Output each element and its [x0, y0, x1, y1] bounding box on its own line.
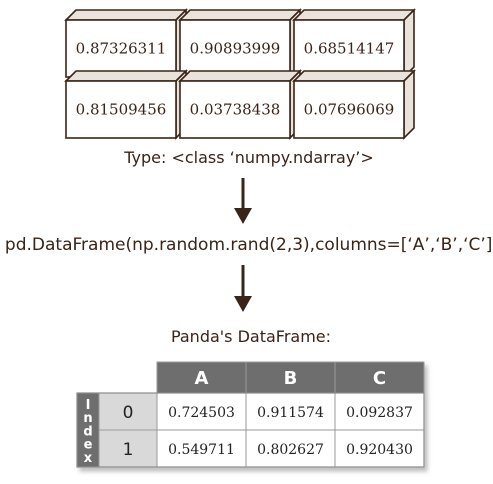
index-label-letter: n [83, 411, 92, 426]
column-header-cell [156, 361, 247, 394]
index-label-letter: d [83, 424, 92, 439]
column-header-label: B [284, 368, 298, 389]
ndarray-value: 0.81509456 [76, 101, 167, 119]
ndarray-value: 0.90893999 [190, 40, 281, 58]
ndarray-value: 0.07696069 [304, 101, 395, 119]
table-cell [156, 429, 247, 468]
arrow-down-icon [234, 265, 252, 312]
cell-value: 0.549711 [168, 442, 235, 458]
ndarray-cell: 0.87326311 [64, 8, 188, 79]
arrow-down-icon [234, 178, 252, 224]
column-header-label: A [195, 368, 209, 389]
ndarray-block: 0.87326311 0.90893999 0.68514147 0.81509456… [64, 8, 416, 140]
table-cell [245, 429, 336, 468]
ndarray-value: 0.68514147 [304, 40, 395, 58]
ndarray-cell: 0.07696069 [292, 69, 416, 140]
ndarray-cell: 0.81509456 [64, 69, 188, 140]
table-border [76, 392, 425, 468]
cell-value: 0.802627 [257, 442, 324, 458]
cell-value: 0.911574 [257, 405, 324, 421]
table-cell [334, 429, 425, 468]
column-header-cell [334, 361, 425, 394]
ndarray-cell: 0.90893999 [178, 8, 302, 79]
cell-value: 0.724503 [168, 405, 235, 421]
ndarray-value: 0.87326311 [76, 40, 167, 58]
ndarray-cell: 0.68514147 [292, 8, 416, 79]
index-label-letter: I [86, 398, 91, 413]
cell-value: 0.920430 [346, 442, 413, 458]
column-header-label: C [373, 368, 386, 389]
column-header-cell [245, 361, 336, 394]
index-label-letter: x [84, 451, 93, 466]
index-value: 0 [123, 403, 134, 423]
dataframe-title: Panda's DataFrame: [171, 327, 331, 346]
dataframe-code-line: pd.DataFrame(np.random.rand(2,3),columns… [5, 235, 493, 255]
index-label-letter: e [84, 438, 93, 453]
cell-value: 0.092837 [346, 405, 413, 421]
index-value: 1 [123, 440, 134, 460]
ndarray-cell: 0.03738438 [178, 69, 302, 140]
ndarray-type-caption: Type: <class ‘numpy.ndarray’> [123, 148, 374, 167]
ndarray-value: 0.03738438 [190, 101, 281, 119]
